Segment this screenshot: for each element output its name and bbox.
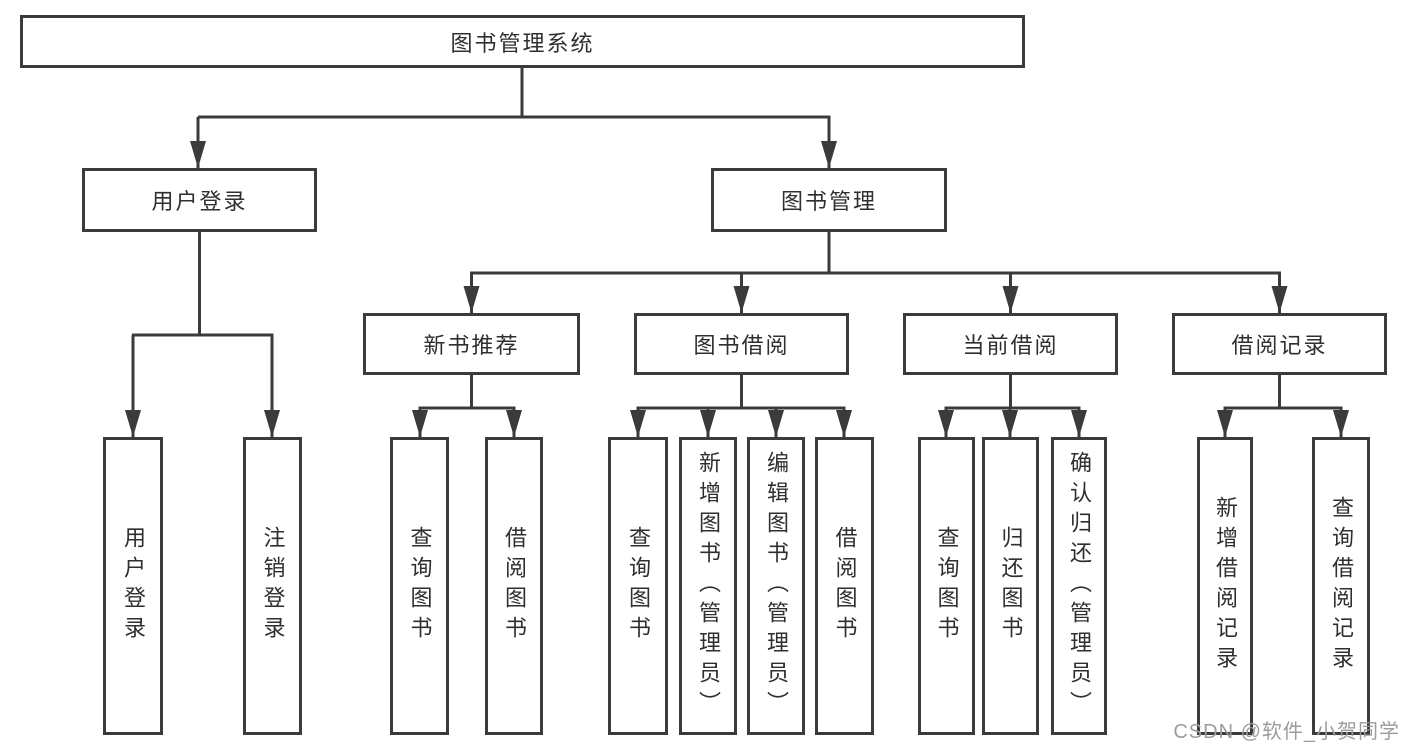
node-leaf-return-book: 归还图书 — [982, 437, 1039, 735]
node-leaf-user-login: 用户登录 — [103, 437, 163, 735]
node-leaf-query-book-1: 查询图书 — [390, 437, 449, 735]
connector-trunks — [131, 68, 1343, 437]
connector-arrowheads — [125, 141, 1349, 437]
node-new-book-recommend: 新书推荐 — [363, 313, 580, 375]
node-root: 图书管理系统 — [20, 15, 1025, 68]
node-leaf-logout: 注销登录 — [243, 437, 302, 735]
watermark: CSDN @软件_小贺同学 — [1173, 721, 1400, 743]
node-leaf-query-book-2: 查询图书 — [608, 437, 668, 735]
node-leaf-edit-book-admin: 编辑图书（管理员） — [747, 437, 805, 735]
node-leaf-borrow-book-1: 借阅图书 — [485, 437, 543, 735]
node-leaf-add-borrow-record: 新增借阅记录 — [1197, 437, 1253, 735]
node-current-borrow: 当前借阅 — [903, 313, 1118, 375]
node-leaf-borrow-book-2: 借阅图书 — [815, 437, 874, 735]
node-book-borrow: 图书借阅 — [634, 313, 849, 375]
node-borrow-records: 借阅记录 — [1172, 313, 1387, 375]
node-leaf-query-borrow-record: 查询借阅记录 — [1312, 437, 1370, 735]
node-user-login: 用户登录 — [82, 168, 317, 232]
node-leaf-query-book-3: 查询图书 — [918, 437, 975, 735]
node-book-management: 图书管理 — [711, 168, 947, 232]
node-leaf-add-book-admin: 新增图书（管理员） — [679, 437, 737, 735]
node-leaf-confirm-return-admin: 确认归还（管理员） — [1051, 437, 1107, 735]
